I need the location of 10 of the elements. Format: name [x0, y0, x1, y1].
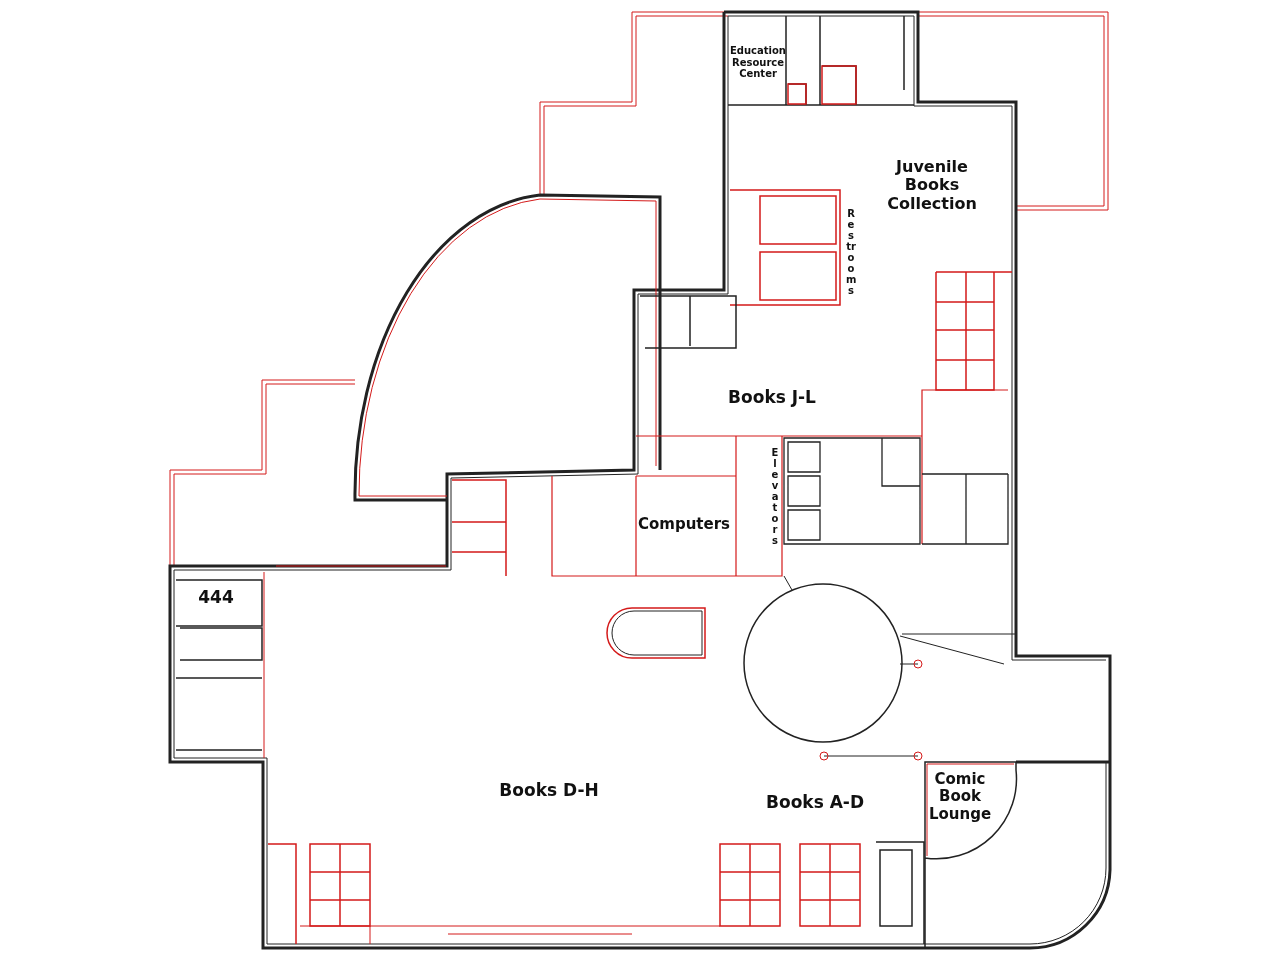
room-label: Books D-H — [499, 781, 599, 801]
room-label: Books A-D — [766, 793, 864, 813]
room-label: Restrooms — [846, 208, 856, 296]
room-label: Computers — [638, 516, 730, 534]
room-label: 444 — [198, 588, 234, 608]
room-label: Elevators — [770, 446, 780, 546]
room-label: Comic Book Lounge — [927, 771, 993, 823]
room-label: Education Resource Center — [729, 44, 787, 80]
room-label: Juvenile Books Collection — [886, 158, 978, 214]
room-label: Books J-L — [728, 388, 816, 408]
